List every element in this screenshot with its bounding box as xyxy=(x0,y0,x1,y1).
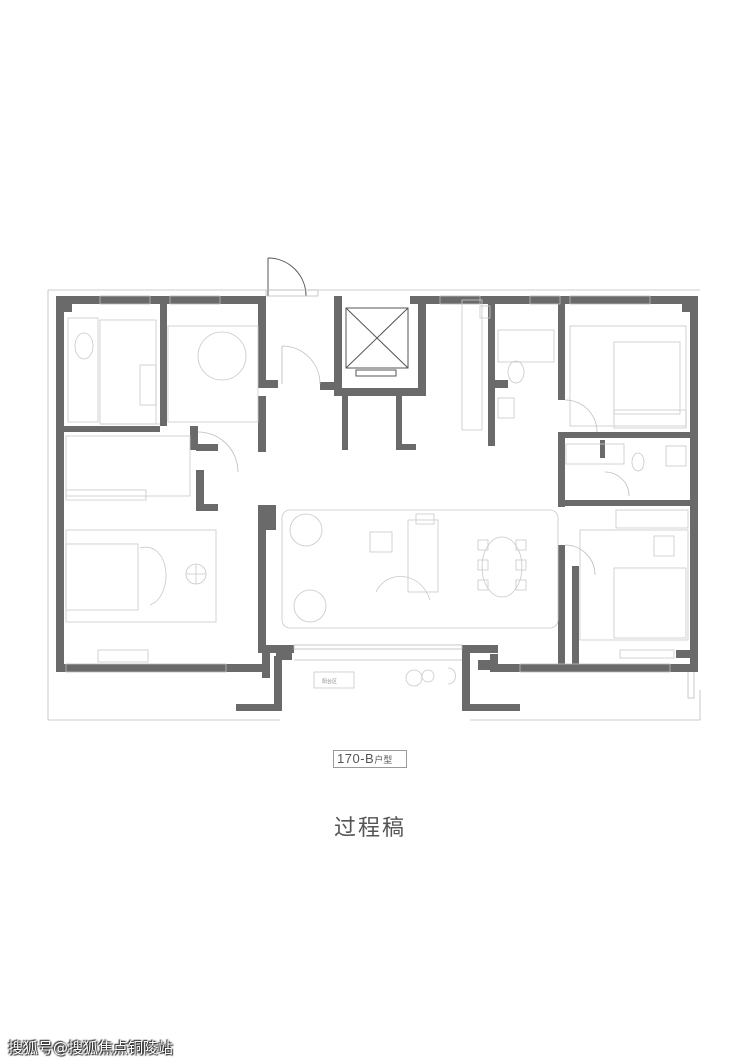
entry-door xyxy=(265,257,321,385)
draft-caption: 过程稿 xyxy=(333,816,406,841)
unit-code: 170-B xyxy=(337,751,375,766)
unit-suffix: 户型 xyxy=(374,755,393,765)
bathroom-left xyxy=(67,317,160,425)
unit-type-label: 170-B户型 xyxy=(333,750,407,768)
interior-walls xyxy=(64,296,690,666)
bedroom-left xyxy=(65,435,217,663)
elevator xyxy=(345,307,409,377)
floor-plan: 阳台区 xyxy=(47,257,701,721)
watermark: 搜狐号@搜狐焦点铜陵站 xyxy=(8,1039,174,1057)
living-dining xyxy=(281,299,559,629)
windows xyxy=(65,295,671,673)
bedroom-right-top xyxy=(564,325,687,433)
room-top-left xyxy=(167,325,259,473)
balcony: 阳台区 xyxy=(313,667,456,689)
bedroom-right-bottom xyxy=(564,509,689,659)
balcony-label: 阳台区 xyxy=(322,678,337,685)
bathroom-right-mid xyxy=(565,443,687,497)
site-outline xyxy=(47,289,701,721)
bathroom-right-top xyxy=(479,305,555,419)
